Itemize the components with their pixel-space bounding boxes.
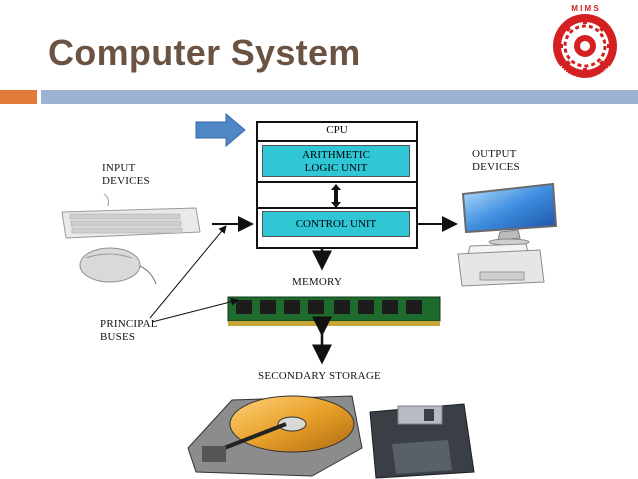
- slide-title: Computer System: [48, 32, 361, 73]
- bus-pointer-to-memory: [151, 297, 239, 323]
- keyboard-icon: [61, 193, 201, 239]
- output-devices-label: OUTPUT DEVICES: [472, 148, 520, 173]
- floppy-disk-icon: [369, 403, 475, 479]
- cpu-label: CPU: [326, 124, 348, 136]
- university-logo: M I M S MAHAPRUNIVERSITY: [553, 4, 617, 84]
- title-underline-orange: [0, 90, 37, 104]
- printer-icon: [457, 243, 545, 287]
- monitor-icon: [461, 182, 558, 246]
- principal-buses-label: PRINCIPAL BUSES: [100, 318, 158, 343]
- cpu-block: CPU ARITHMETIC LOGIC UNIT CONTROL UNIT: [256, 121, 418, 249]
- bus-pointer-to-input: [149, 225, 227, 319]
- pointer-arrow-icon: [195, 112, 246, 148]
- control-unit-label: CONTROL UNIT: [262, 211, 410, 237]
- alu-control-arrow: [331, 184, 341, 208]
- cpu-divider: [258, 140, 416, 142]
- alu-label: ARITHMETIC LOGIC UNIT: [262, 145, 410, 177]
- memory-module-icon: [227, 296, 441, 326]
- mouse-icon: [79, 247, 157, 285]
- hard-disk-icon: [187, 395, 363, 477]
- title-underline-blue: [41, 90, 638, 104]
- cpu-divider: [258, 181, 416, 183]
- secondary-storage-label: SECONDARY STORAGE: [258, 370, 381, 382]
- cpu-divider: [258, 207, 416, 209]
- logo-top-text: M I M S: [571, 4, 599, 13]
- memory-label: MEMORY: [292, 276, 343, 288]
- input-devices-label: INPUT DEVICES: [102, 162, 150, 187]
